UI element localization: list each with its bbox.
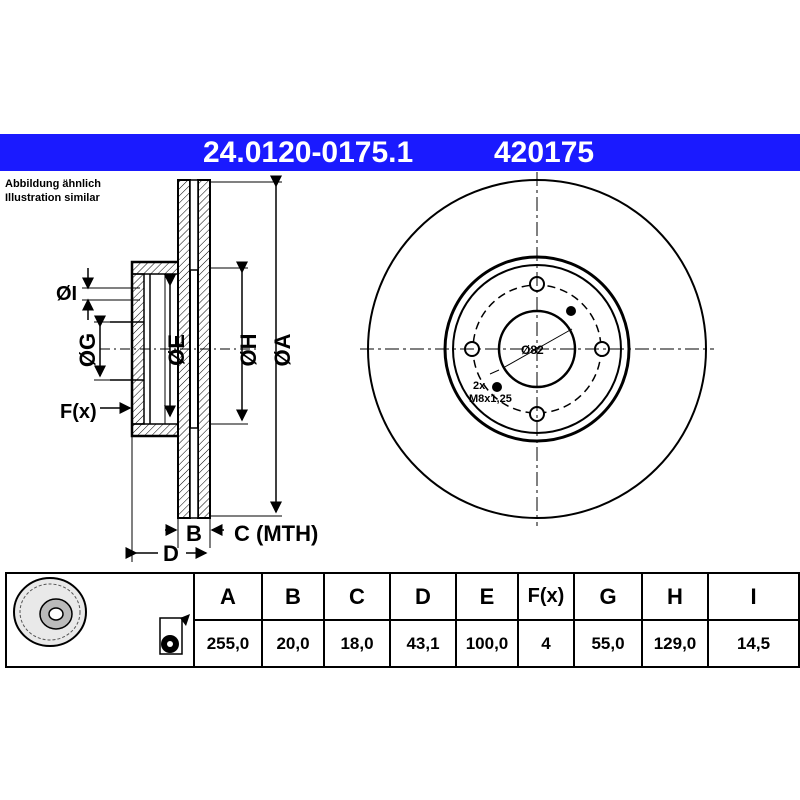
- front-view: Ø82 2x M8x1,25: [360, 172, 714, 526]
- header-c: C: [323, 572, 391, 621]
- thread-count-label: 2x: [473, 380, 486, 392]
- spec-table: A B C D E F(x) G H I 255,0 20,0 18,0 43,…: [5, 572, 800, 668]
- vent-vane-bottom: [189, 427, 199, 519]
- part-number: 24.0120-0175.1: [203, 136, 414, 169]
- header-b: B: [261, 572, 325, 621]
- header-e: E: [455, 572, 519, 621]
- value-a: 255,0: [193, 619, 263, 668]
- label-c: C (MTH): [234, 521, 318, 546]
- note-english: Illustration similar: [5, 192, 100, 204]
- label-diameter-e: ØE: [164, 334, 189, 366]
- thread-hole-1: [566, 306, 576, 316]
- reference-number: 420175: [494, 136, 595, 169]
- value-g: 55,0: [573, 619, 643, 668]
- label-b: B: [186, 521, 202, 546]
- note-german: Abbildung ähnlich: [5, 178, 101, 190]
- value-c: 18,0: [323, 619, 391, 668]
- value-h: 129,0: [641, 619, 709, 668]
- label-diameter-g: ØG: [75, 333, 100, 367]
- value-d: 43,1: [389, 619, 457, 668]
- header-h: H: [641, 572, 709, 621]
- header-d: D: [389, 572, 457, 621]
- value-f: 4: [517, 619, 575, 668]
- center-bore-label: Ø82: [521, 343, 544, 357]
- label-diameter-i: ØI: [56, 283, 77, 305]
- value-i: 14,5: [707, 619, 800, 668]
- product-thumbnail: [5, 572, 195, 668]
- label-f: F(x): [60, 401, 97, 423]
- thread-hole-2: [492, 382, 502, 392]
- thread-size-label: M8x1,25: [469, 393, 512, 405]
- label-diameter-a: ØA: [270, 333, 295, 366]
- label-diameter-h: ØH: [236, 334, 261, 367]
- header-bar: [0, 134, 800, 171]
- header-g: G: [573, 572, 643, 621]
- vent-vane-top: [189, 179, 199, 271]
- brake-disc-icon: [13, 577, 190, 655]
- header-i: I: [707, 572, 800, 621]
- technical-drawing: ØA ØH ØE ØG ØI F(x) B C (MTH) D Ø82 2x M…: [56, 172, 714, 566]
- value-e: 100,0: [455, 619, 519, 668]
- header-a: A: [193, 572, 263, 621]
- side-view: ØA ØH ØE ØG ØI F(x) B C (MTH) D: [56, 175, 318, 566]
- wear-indicator-icon: [159, 614, 190, 655]
- header-f: F(x): [517, 572, 575, 621]
- label-d: D: [163, 541, 179, 566]
- value-b: 20,0: [261, 619, 325, 668]
